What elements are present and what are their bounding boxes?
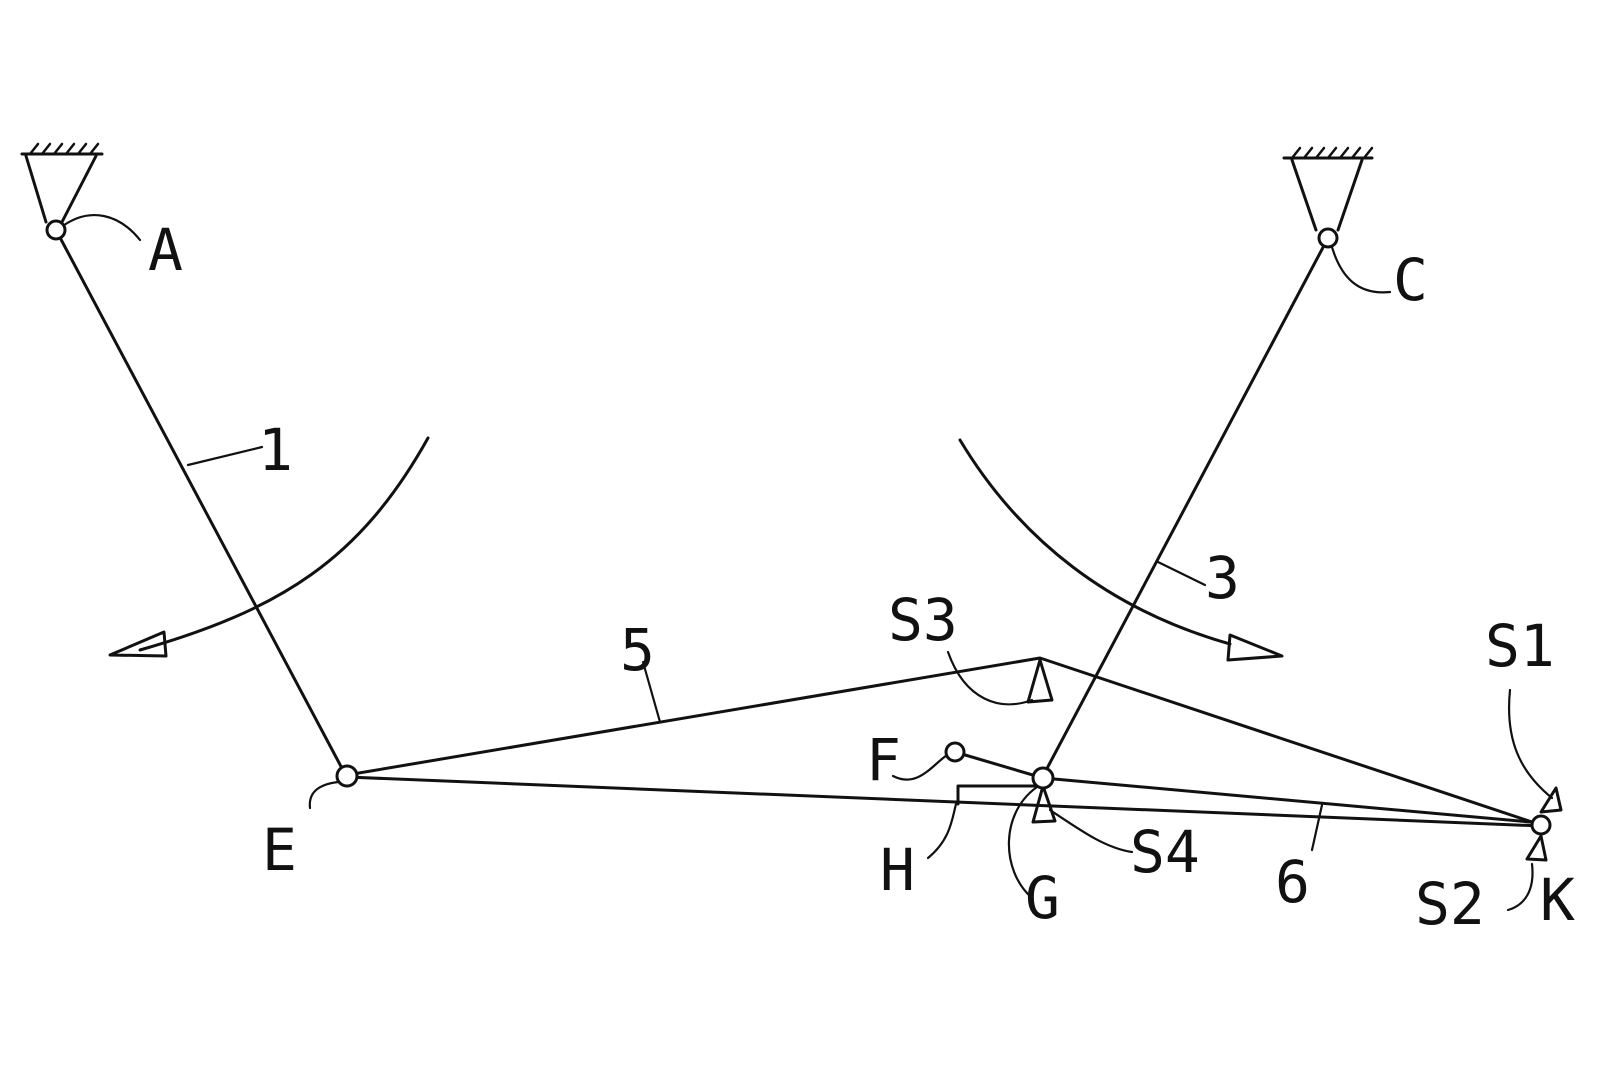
leader-s1 <box>1508 688 1554 800</box>
fixed-support-a <box>20 142 104 224</box>
label-f: F <box>866 726 901 794</box>
label-3: 3 <box>1205 544 1240 612</box>
label-g: G <box>1025 864 1060 932</box>
joint-a <box>45 219 67 241</box>
link-1 <box>54 228 347 776</box>
leader-5 <box>641 660 662 724</box>
label-e: E <box>262 816 297 884</box>
leader-e <box>308 780 340 810</box>
label-k: K <box>1540 866 1575 934</box>
leader-h <box>926 802 958 860</box>
slider-s2 <box>1525 834 1548 862</box>
leader-s2 <box>1506 862 1534 912</box>
label-s1: S1 <box>1485 612 1555 680</box>
leader-1 <box>186 445 264 467</box>
rotation-arrow-right <box>958 438 1284 662</box>
link-5 <box>345 656 1543 827</box>
slider-s4 <box>1031 784 1057 824</box>
leader-s4 <box>1048 808 1134 854</box>
h-bracket <box>956 784 1045 806</box>
rotation-arrow-left <box>108 436 430 658</box>
label-s2: S2 <box>1415 870 1485 938</box>
label-6: 6 <box>1275 848 1310 916</box>
label-a: A <box>148 216 183 284</box>
leader-a <box>58 214 142 242</box>
leader-g <box>1007 783 1042 900</box>
leader-f <box>891 750 954 781</box>
joint-c <box>1317 227 1339 249</box>
fixed-support-c <box>1282 146 1374 232</box>
joint-k <box>1530 814 1552 836</box>
joint-f <box>944 741 966 763</box>
joint-g <box>1031 766 1055 790</box>
label-c: C <box>1393 246 1428 314</box>
joint-e <box>335 764 359 788</box>
link-6 <box>345 775 1543 828</box>
leader-6 <box>1310 803 1324 852</box>
label-h: H <box>880 836 915 904</box>
leader-3 <box>1156 560 1207 587</box>
leader-c <box>1328 238 1392 294</box>
slider-s3 <box>1026 658 1054 704</box>
label-s3: S3 <box>888 586 958 654</box>
label-1: 1 <box>258 416 293 484</box>
leader-s3 <box>946 650 1034 706</box>
label-s4: S4 <box>1130 818 1200 886</box>
link-3 <box>1041 236 1330 778</box>
label-5: 5 <box>620 616 655 684</box>
slider-s1 <box>1539 786 1563 814</box>
